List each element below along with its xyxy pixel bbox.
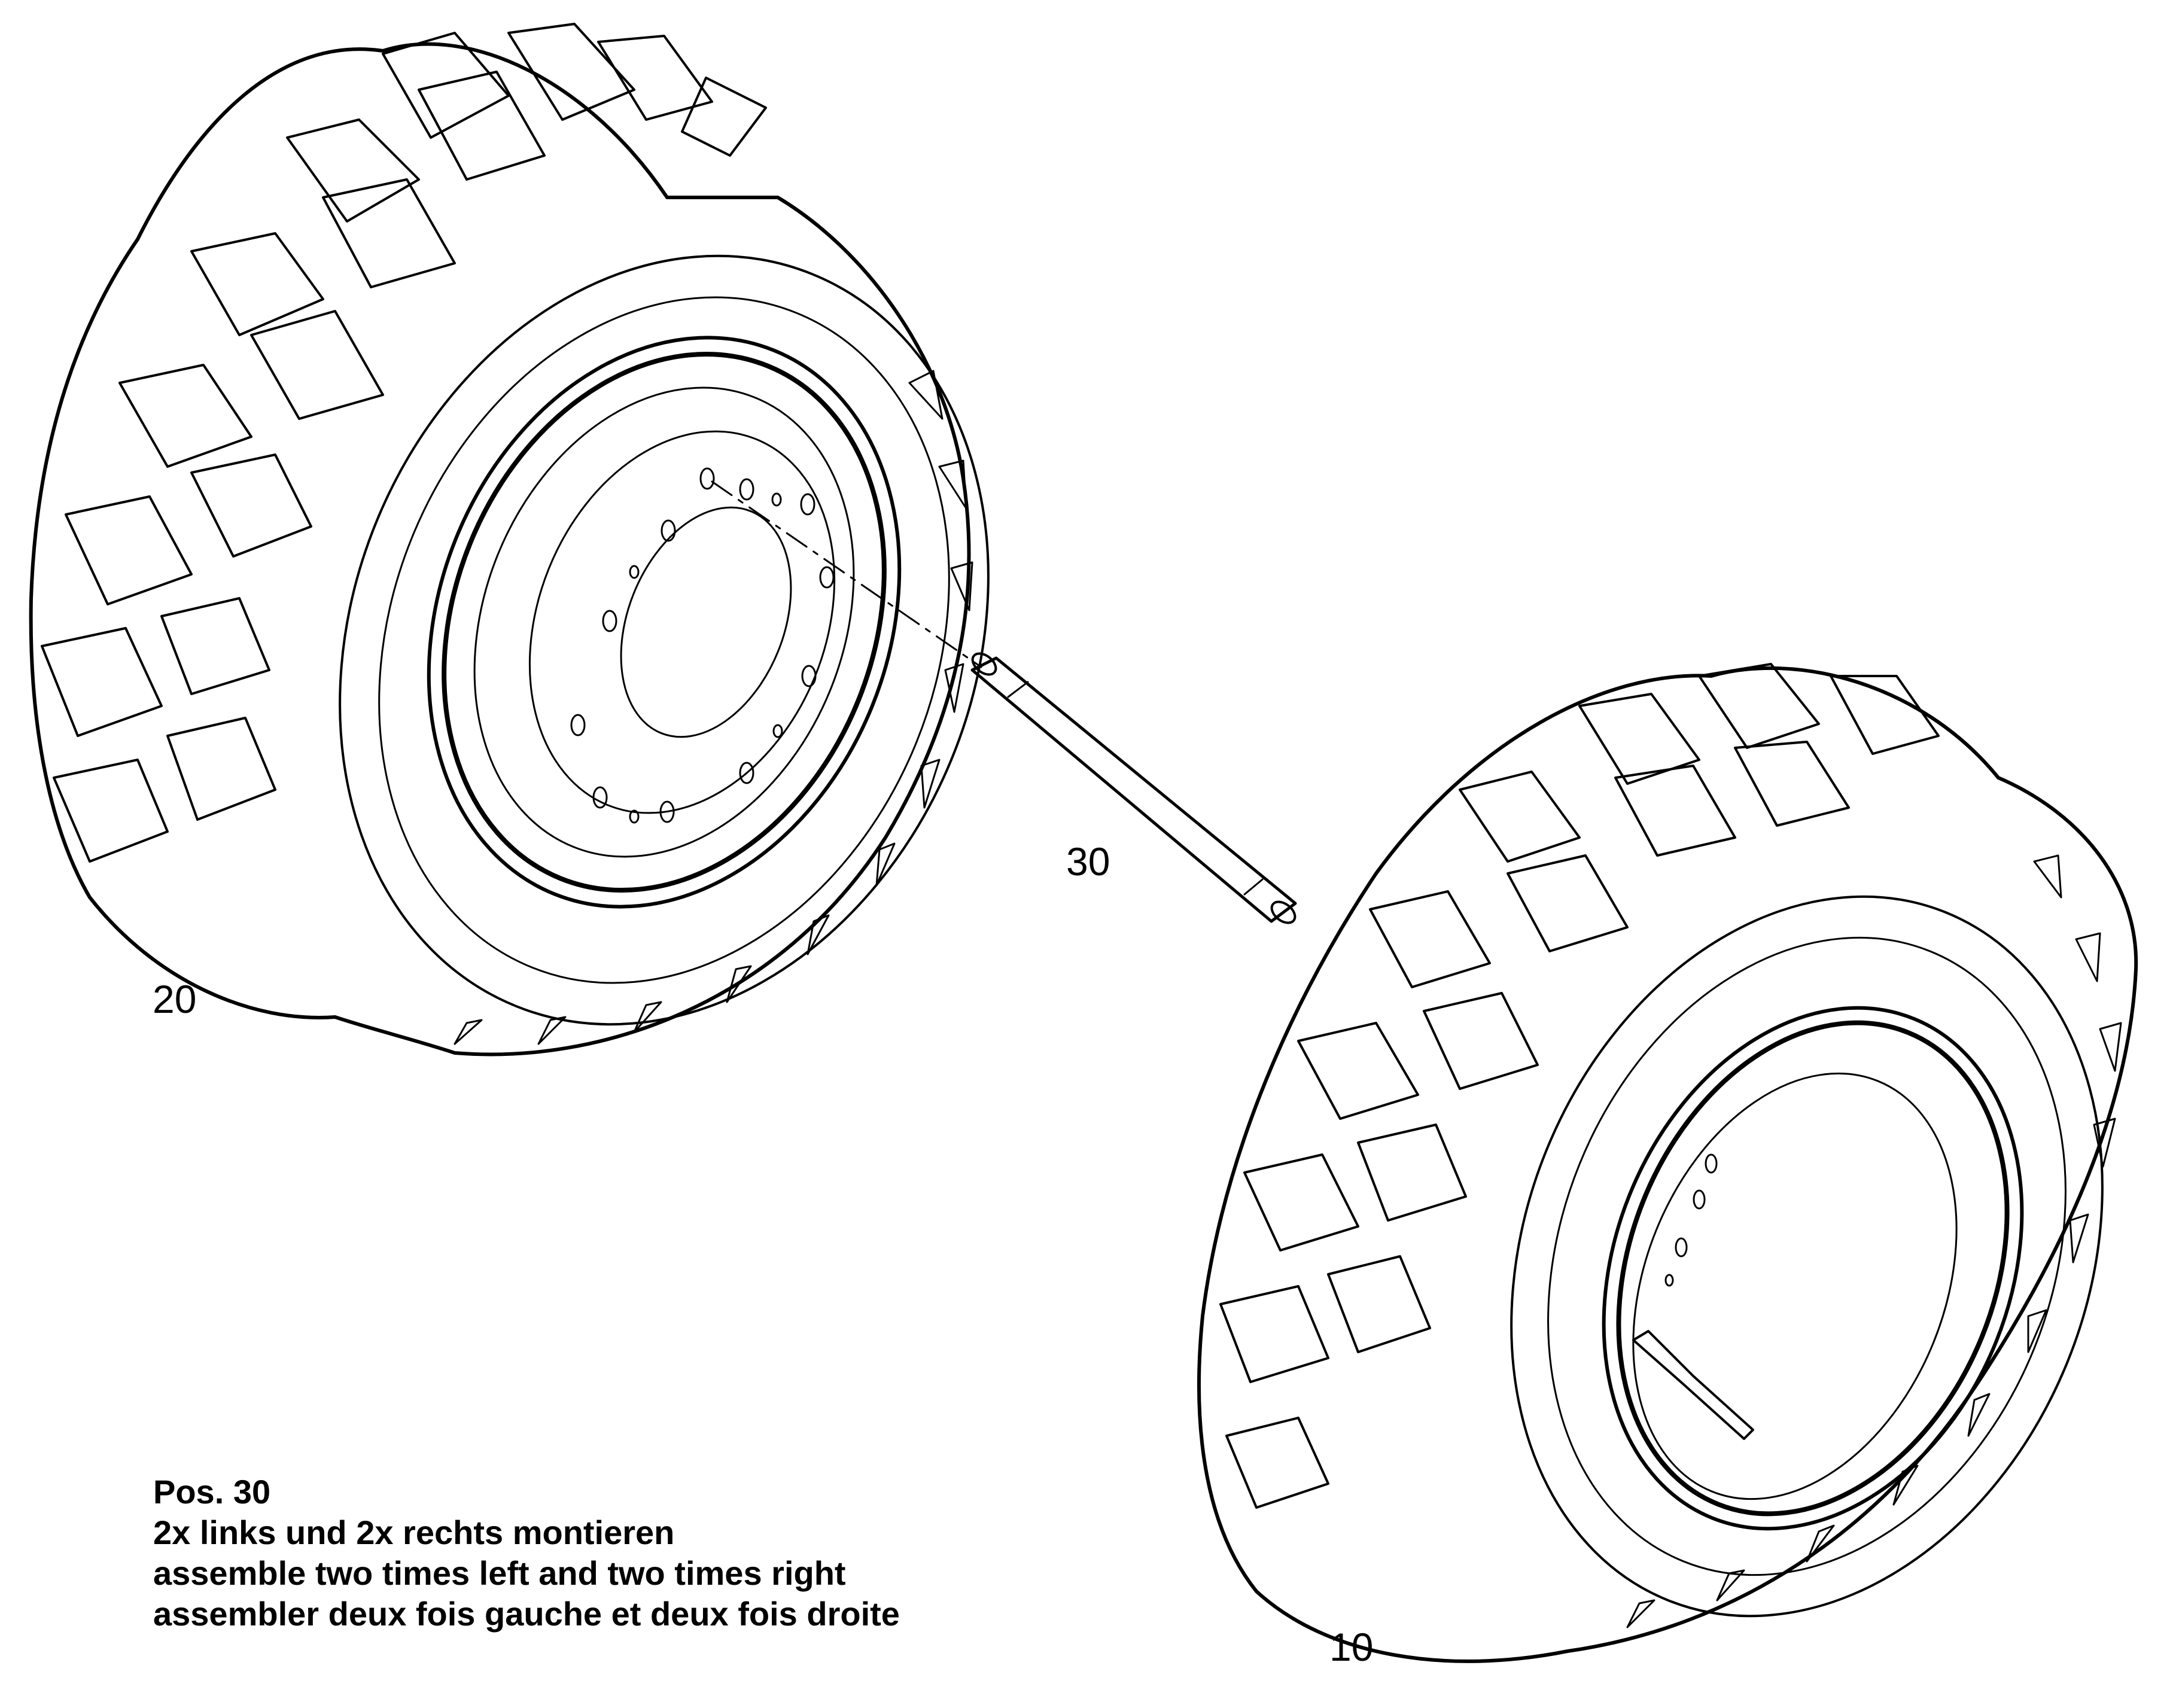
tire-left-outline <box>29 42 971 1057</box>
note-title: Pos. 30 <box>153 1473 271 1511</box>
note-line-german: 2x links und 2x rechts montieren <box>153 1514 675 1551</box>
assembly-note: Pos. 30 2x links und 2x rechts montieren… <box>153 1472 900 1634</box>
assembly-centerline <box>711 480 982 668</box>
note-line-french: assembler deux fois gauche et deux fois … <box>153 1595 900 1633</box>
bolt-holes-left <box>570 467 835 824</box>
rim-left-outer <box>427 336 902 909</box>
tread-right-notches <box>1626 854 2122 1628</box>
wheel-left-20 <box>29 23 990 1057</box>
callout-30: 30 <box>1066 839 1110 884</box>
tire-left-sidewall <box>339 254 990 1026</box>
tread-right <box>1219 663 1940 1509</box>
valve-clip <box>1632 1330 1754 1440</box>
bolt-holes-right <box>1664 1153 1718 1287</box>
callout-10: 10 <box>1329 1625 1374 1669</box>
rim-right-outer <box>1602 1006 2024 1531</box>
tire-right-sidewall <box>1510 895 2104 1618</box>
hub-left-bore <box>620 506 792 738</box>
wheel-right-10 <box>1197 663 2138 1663</box>
axle-pin-30 <box>711 480 1297 924</box>
axle-pin-body <box>970 656 1297 923</box>
callout-20: 20 <box>153 977 197 1021</box>
note-line-english: assemble two times left and two times ri… <box>153 1554 846 1592</box>
tire-right-outline <box>1197 666 2138 1663</box>
tread-left <box>41 23 767 863</box>
tread-left-notches <box>454 370 973 1045</box>
